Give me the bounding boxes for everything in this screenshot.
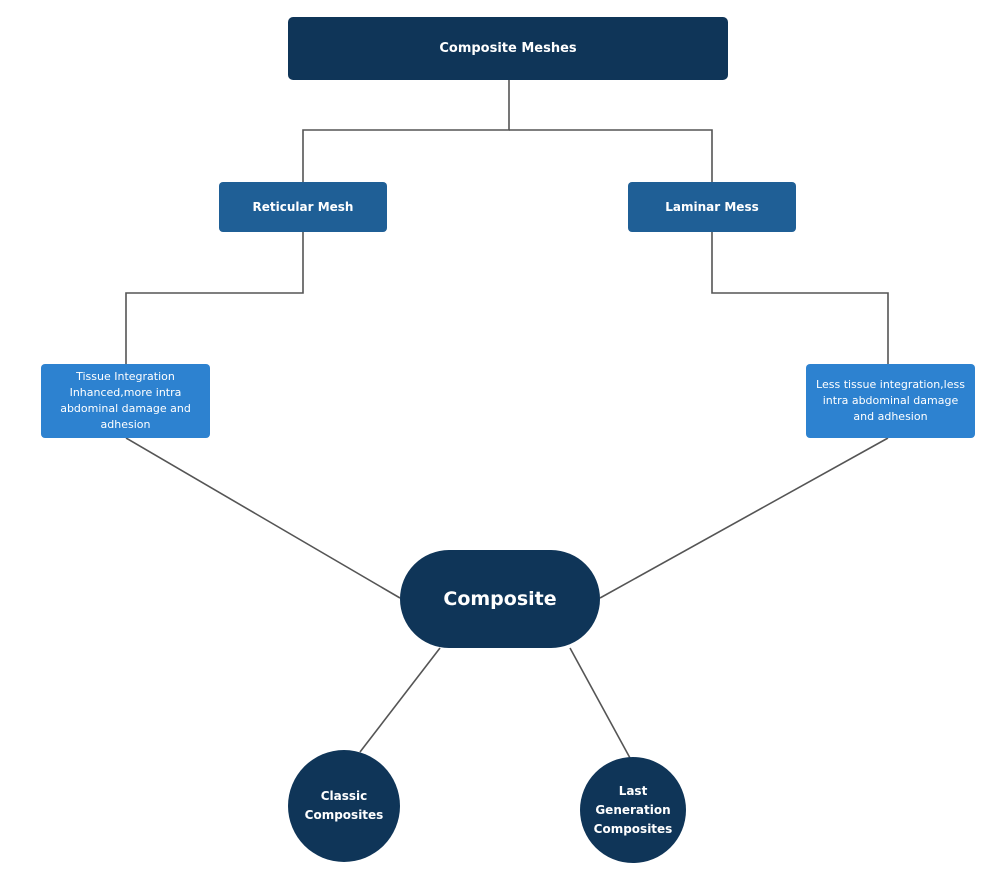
connector-composite-to-last-generation bbox=[569, 647, 631, 759]
branch-right-label: Laminar Mess bbox=[665, 200, 759, 214]
leaf-right-label: Last Generation Composites bbox=[593, 783, 673, 836]
connector-root-to-reticular bbox=[302, 80, 510, 182]
detail-left-label: Tissue Integration Inhanced,more intra a… bbox=[60, 370, 191, 431]
connector-right-detail-to-composite bbox=[599, 437, 889, 599]
detail-node-laminar: Less tissue integration,less intra abdom… bbox=[806, 364, 975, 438]
connector-reticular-to-detail bbox=[125, 232, 304, 364]
branch-node-laminar-mess: Laminar Mess bbox=[628, 182, 796, 232]
connector-composite-to-classic bbox=[359, 647, 441, 753]
center-node-label: Composite bbox=[443, 588, 557, 610]
root-node-composite-meshes: Composite Meshes bbox=[288, 17, 728, 80]
detail-right-label: Less tissue integration,less intra abdom… bbox=[816, 378, 965, 423]
branch-node-reticular-mesh: Reticular Mesh bbox=[219, 182, 387, 232]
leaf-node-classic-composites: Classic Composites bbox=[288, 750, 400, 862]
connector-root-to-laminar bbox=[509, 129, 713, 182]
root-node-label: Composite Meshes bbox=[439, 41, 577, 56]
connector-left-detail-to-composite bbox=[125, 437, 401, 599]
center-node-composite: Composite bbox=[400, 550, 600, 648]
detail-node-reticular: Tissue Integration Inhanced,more intra a… bbox=[41, 364, 210, 438]
leaf-left-label: Classic Composites bbox=[304, 789, 384, 822]
leaf-node-last-generation-composites: Last Generation Composites bbox=[580, 757, 686, 863]
branch-left-label: Reticular Mesh bbox=[252, 200, 354, 214]
connector-laminar-to-detail bbox=[711, 232, 889, 364]
